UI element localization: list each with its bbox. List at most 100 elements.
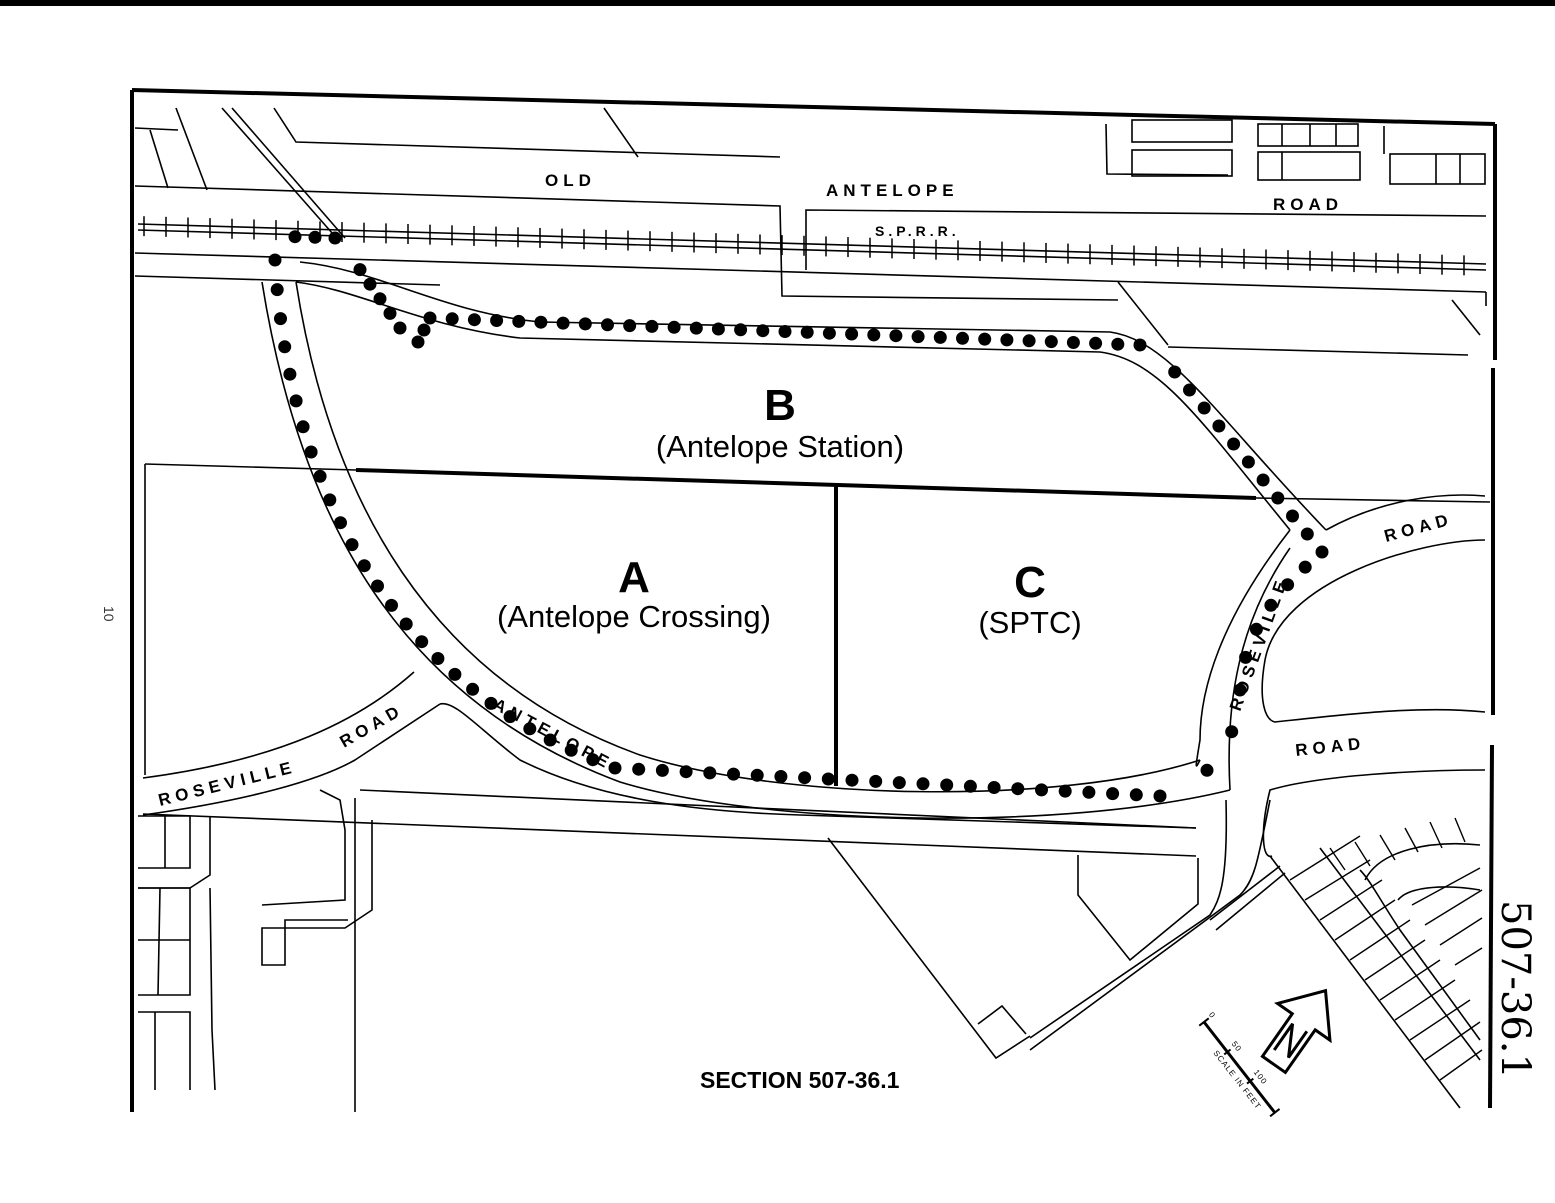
lot-line <box>1411 867 1481 906</box>
lot-line <box>1304 859 1371 901</box>
boundary-dot <box>1227 437 1241 451</box>
boundary-dot <box>978 332 992 346</box>
boundary-dot <box>283 367 297 381</box>
boundary-dot <box>543 733 557 747</box>
boundary-dot <box>608 761 622 775</box>
boundary-dot <box>373 292 387 306</box>
boundary-dot <box>892 776 906 790</box>
boundary-dot <box>1315 545 1329 559</box>
boundary-dot <box>1233 683 1247 697</box>
lot-line <box>1439 1049 1483 1081</box>
boundary-dot <box>399 617 413 631</box>
boundary-dot <box>778 325 792 338</box>
boundary-dot <box>296 420 310 434</box>
parcel-boundaries <box>355 468 1257 786</box>
boundary-dot <box>1106 787 1120 801</box>
boundary-dot <box>711 322 725 336</box>
road-label-road-lower-right: ROAD <box>1294 734 1366 760</box>
boundary-dot <box>679 765 693 779</box>
boundary-dot <box>963 779 977 793</box>
boundary-dot <box>655 763 669 777</box>
map-frame <box>130 88 1497 1112</box>
boundary-dot <box>1281 578 1295 592</box>
boundary-dot <box>822 326 836 340</box>
boundary-dot <box>956 331 969 345</box>
boundary-dot <box>889 329 903 343</box>
boundary-dot <box>1241 455 1255 469</box>
boundary-dot <box>345 538 359 552</box>
road-label-road-top: ROAD <box>1273 195 1343 214</box>
parcel-c-letter: C <box>1014 558 1046 607</box>
boundary-dot <box>334 516 347 530</box>
boundary-dot <box>1298 560 1312 574</box>
handwritten-note: 507-36.1 <box>1492 900 1538 1079</box>
boundary-dot <box>727 767 740 781</box>
lot-line <box>1429 821 1443 849</box>
railroad-label: S.P.R.R. <box>875 223 960 239</box>
boundary-dot <box>484 696 498 710</box>
lot-line <box>1354 841 1371 867</box>
boundary-dot <box>1129 788 1143 802</box>
boundary-dot <box>423 311 437 325</box>
boundary-dot <box>411 335 425 349</box>
boundary-dot <box>645 319 659 333</box>
lot-line <box>1329 847 1346 871</box>
boundary-dot <box>800 325 814 339</box>
road-label-roseville-west: ROSEVILLE <box>156 757 298 810</box>
boundary-dot <box>734 323 748 337</box>
lot-line <box>1379 959 1441 1001</box>
lot-line <box>1424 1021 1481 1061</box>
boundary-dot <box>288 230 302 244</box>
boundary-dot <box>1212 419 1226 433</box>
roads <box>138 261 1491 1112</box>
boundary-dot <box>1197 401 1211 415</box>
boundary-dot <box>1082 785 1096 799</box>
boundary-dot <box>270 283 284 297</box>
boundary-dot <box>289 394 303 408</box>
boundary-dot <box>328 231 342 245</box>
lot-line <box>1439 917 1483 946</box>
boundary-dot <box>601 318 614 332</box>
boundary-dot <box>371 579 384 593</box>
dotted-boundary <box>268 230 1329 803</box>
road-label-old: OLD <box>545 171 596 190</box>
boundary-dot <box>1271 491 1285 505</box>
boundary-dot <box>1183 383 1196 397</box>
boundary-dot <box>689 321 703 335</box>
boundary-dot <box>1200 763 1214 777</box>
boundary-dot <box>756 324 770 338</box>
boundary-dot <box>774 770 788 783</box>
boundary-dot <box>623 319 637 333</box>
boundary-dot <box>564 743 578 757</box>
boundary-dot <box>1249 622 1263 636</box>
boundary-dot <box>503 710 517 724</box>
boundary-dot <box>1153 789 1167 803</box>
boundary-dot <box>867 328 881 342</box>
boundary-dot <box>1111 337 1125 351</box>
boundary-dot <box>1044 335 1058 349</box>
boundary-dot <box>268 253 282 267</box>
boundary-dot <box>313 469 327 483</box>
lot-line <box>1394 979 1456 1021</box>
road-label-roseville-east: ROSEVILLE <box>1226 574 1292 713</box>
boundary-dot <box>383 306 397 320</box>
boundary-dot <box>353 263 367 277</box>
boundary-dot <box>466 682 480 696</box>
margin-page-number: 10 <box>101 606 117 622</box>
parcel-a-letter: A <box>618 553 650 602</box>
boundary-dot <box>448 667 462 681</box>
road-label-road-west: ROAD <box>337 700 407 751</box>
boundary-dot <box>869 774 883 788</box>
parcel-a-name: (Antelope Crossing) <box>497 599 771 634</box>
boundary-dot <box>703 766 717 780</box>
lot-line <box>1289 835 1361 881</box>
boundary-dot <box>512 314 526 328</box>
lot-line <box>1454 947 1483 966</box>
lot-line <box>1319 879 1383 921</box>
boundary-dot <box>278 340 292 354</box>
parcel-b-letter: B <box>764 381 796 430</box>
parcel-c-name: (SPTC) <box>978 605 1081 640</box>
boundary-dot <box>1022 334 1036 348</box>
boundary-dot <box>523 722 537 736</box>
